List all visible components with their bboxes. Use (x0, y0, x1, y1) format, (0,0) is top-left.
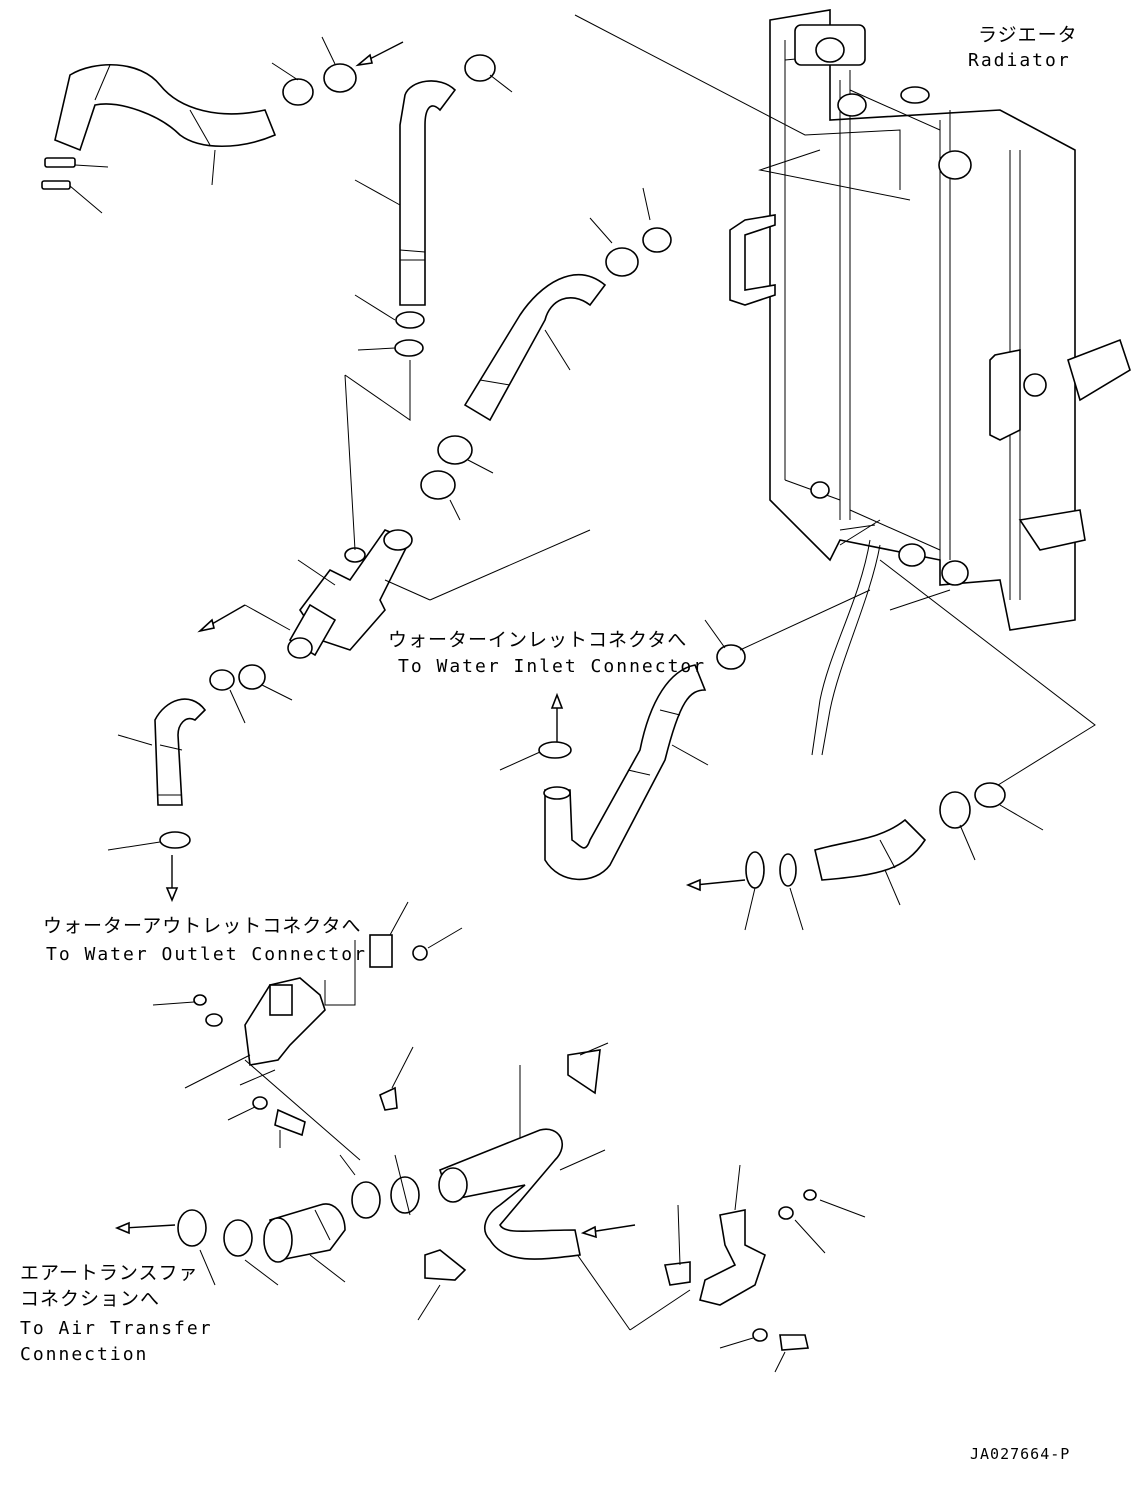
water-outlet-label-en: To Water Outlet Connector (46, 944, 367, 965)
lower-pipe (417, 1042, 609, 1321)
drawing-number: JA027664-P (970, 1445, 1071, 1463)
right-lower-hose-clamps (744, 782, 1044, 931)
radiator-label-jp: ラジエータ (978, 24, 1078, 46)
lower-left-elbow-hose (107, 664, 293, 851)
right-mounting-bracket (664, 1164, 866, 1373)
water-inlet-connector-flange (287, 529, 413, 659)
radiator-assembly (729, 9, 1131, 756)
water-inlet-s-hose (499, 589, 871, 881)
water-inlet-label-jp: ウォーターインレットコネクタへ (388, 629, 688, 651)
diagonal-middle-hose (420, 187, 672, 521)
leader-lines (239, 14, 1096, 1331)
water-outlet-label-jp: ウォーターアウトレットコネクタへ (43, 915, 362, 937)
upper-hose-clamps (271, 36, 513, 106)
air-transfer-label-en-1: To Air Transfer (20, 1318, 213, 1339)
air-transfer-label-jp-2: コネクションへ (20, 1288, 161, 1310)
air-transfer-label-en-2: Connection (20, 1344, 149, 1365)
water-inlet-label-en: To Water Inlet Connector (398, 656, 707, 677)
direction-arrows (114, 604, 746, 1239)
vertical-upper-hose (354, 80, 457, 357)
radiator-label-en: Radiator (968, 50, 1071, 71)
upper-left-hose (41, 63, 277, 214)
mounting-bracket (152, 901, 463, 1148)
air-transfer-label-jp-1: エアートランスファ (20, 1262, 199, 1284)
lower-left-hoses (177, 1154, 420, 1286)
